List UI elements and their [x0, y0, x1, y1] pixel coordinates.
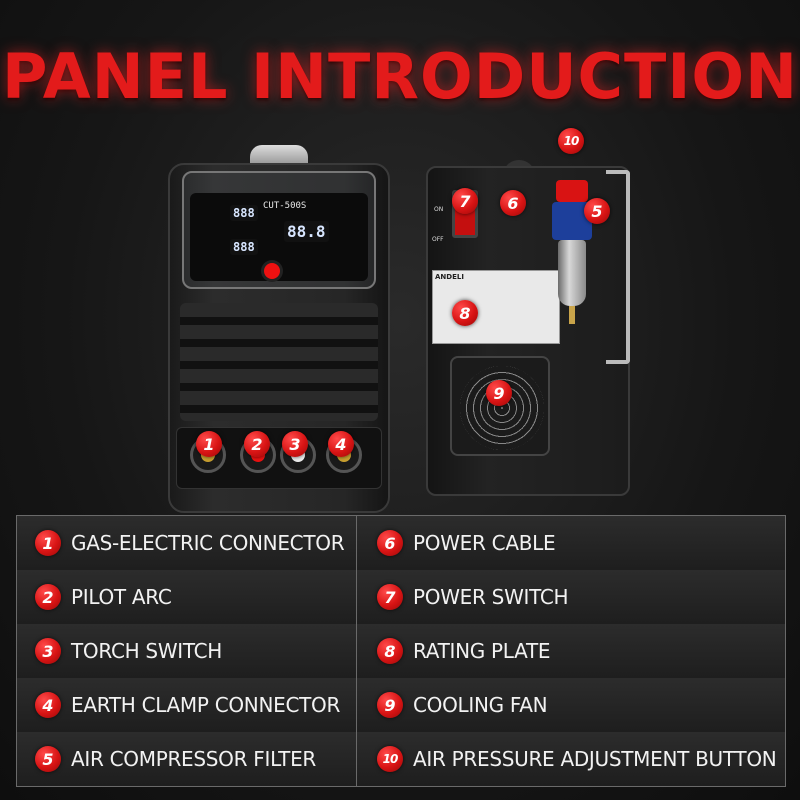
callout-badge: 8	[452, 300, 478, 326]
legend-label: TORCH SWITCH	[71, 639, 223, 663]
adjust-knob	[264, 263, 280, 279]
filter-bracket	[606, 170, 630, 364]
page-title: PANEL INTRODUCTION	[1, 40, 799, 113]
model-label: CUT-500S	[263, 201, 307, 211]
callout-badge: 7	[452, 188, 478, 214]
legend-label: POWER CABLE	[413, 531, 556, 555]
callout-badge: 5	[584, 198, 610, 224]
callout-badge: 10	[558, 128, 584, 154]
legend-label: COOLING FAN	[413, 693, 548, 717]
display-readout-b: 88.8	[284, 221, 329, 242]
callout-badge: 1	[196, 431, 222, 457]
legend-item: 8 RATING PLATE	[357, 624, 785, 678]
legend-item: 6 POWER CABLE	[357, 516, 785, 570]
table-row: 3 TORCH SWITCH 8 RATING PLATE	[17, 624, 785, 678]
number-badge: 1	[35, 530, 61, 556]
display-readout-c: 888	[230, 239, 258, 255]
air-filter-regulator	[550, 180, 594, 324]
legend-label: POWER SWITCH	[413, 585, 569, 609]
callout-badge: 3	[282, 431, 308, 457]
legend-label: EARTH CLAMP CONNECTOR	[71, 693, 341, 717]
legend-label: PILOT ARC	[71, 585, 172, 609]
callout-badge: 2	[244, 431, 270, 457]
switch-off-label: OFF	[432, 236, 444, 243]
number-badge: 7	[377, 584, 403, 610]
switch-on-label: ON	[434, 206, 444, 213]
callout-badge: 4	[328, 431, 354, 457]
number-badge: 4	[35, 692, 61, 718]
legend-item: 9 COOLING FAN	[357, 678, 785, 732]
legend-item: 1 GAS-ELECTRIC CONNECTOR	[17, 516, 357, 570]
callout-badge: 9	[486, 380, 512, 406]
legend-item: 2 PILOT ARC	[17, 570, 357, 624]
number-badge: 9	[377, 692, 403, 718]
display-readout-a: 888	[230, 205, 258, 221]
number-badge: 8	[377, 638, 403, 664]
legend-item: 3 TORCH SWITCH	[17, 624, 357, 678]
legend-item: 5 AIR COMPRESSOR FILTER	[17, 732, 357, 786]
table-row: 5 AIR COMPRESSOR FILTER 10 AIR PRESSURE …	[17, 732, 785, 786]
legend-item: 4 EARTH CLAMP CONNECTOR	[17, 678, 357, 732]
number-badge: 6	[377, 530, 403, 556]
legend-label: AIR PRESSURE ADJUSTMENT BUTTON	[413, 747, 777, 771]
table-row: 2 PILOT ARC 7 POWER SWITCH	[17, 570, 785, 624]
legend-item: 10 AIR PRESSURE ADJUSTMENT BUTTON	[357, 732, 785, 786]
legend-item: 7 POWER SWITCH	[357, 570, 785, 624]
table-row: 4 EARTH CLAMP CONNECTOR 9 COOLING FAN	[17, 678, 785, 732]
legend-label: RATING PLATE	[413, 639, 551, 663]
plate-brand: ANDELI	[435, 273, 464, 281]
legend-label: GAS-ELECTRIC CONNECTOR	[71, 531, 345, 555]
front-vent-grill	[180, 303, 378, 421]
cooling-fan	[450, 356, 550, 456]
back-panel-image: ON OFF ANDELI 5 6 7 8 9 10	[418, 128, 640, 510]
table-row: 1 GAS-ELECTRIC CONNECTOR 6 POWER CABLE	[17, 516, 785, 570]
number-badge: 3	[35, 638, 61, 664]
legend-label: AIR COMPRESSOR FILTER	[71, 747, 317, 771]
number-badge: 5	[35, 746, 61, 772]
component-legend-table: 1 GAS-ELECTRIC CONNECTOR 6 POWER CABLE 2…	[16, 515, 786, 787]
front-panel-image: CUT-500S 888 88.8 888 1 2 3 4	[168, 145, 390, 513]
rating-plate: ANDELI	[432, 270, 560, 344]
number-badge: 2	[35, 584, 61, 610]
number-badge: 10	[377, 746, 403, 772]
callout-badge: 6	[500, 190, 526, 216]
